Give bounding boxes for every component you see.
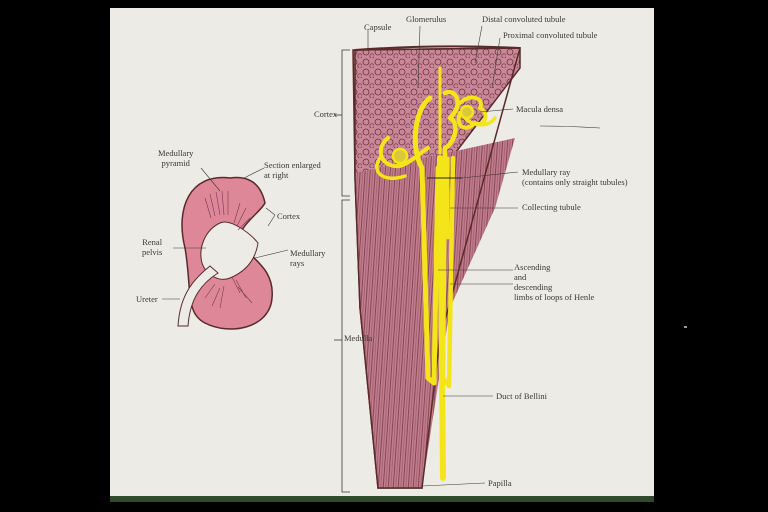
nephron-tubules (375, 66, 497, 481)
slide-bottom-edge (110, 496, 654, 502)
kidney-cross-section (177, 176, 273, 330)
label-cortex-small: Cortex (277, 211, 301, 221)
region-brackets (334, 49, 350, 493)
speck (684, 326, 687, 328)
label-glomerulus: Glomerulus (406, 14, 447, 24)
kidney-illustration (162, 25, 601, 493)
label-macula-densa: Macula densa (516, 104, 563, 114)
label-medulla: Medulla (344, 333, 373, 343)
label-collecting-tubule: Collecting tubule (522, 202, 581, 212)
label-distal-tubule: Distal convoluted tubule (482, 14, 566, 24)
label-proximal-tubule: Proximal convoluted tubule (503, 30, 598, 40)
label-capsule: Capsule (364, 22, 392, 32)
label-ureter: Ureter (136, 294, 158, 304)
label-cortex: Cortex (314, 109, 338, 119)
label-duct-of-bellini: Duct of Bellini (496, 391, 547, 401)
label-medullary-ray: Medullary ray(contains only straight tub… (522, 167, 628, 187)
label-papilla: Papilla (488, 478, 512, 488)
leader-lines (162, 25, 601, 487)
